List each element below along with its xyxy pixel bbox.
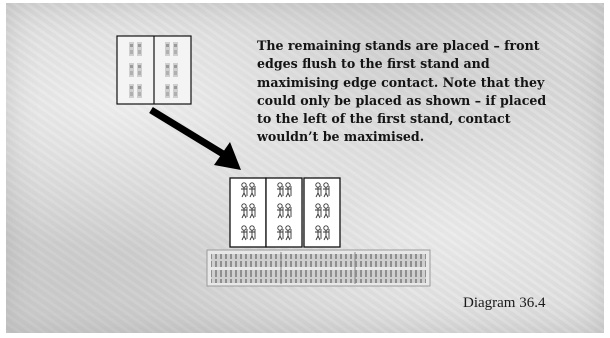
placement-arrow xyxy=(151,110,241,170)
first-stand-faded xyxy=(117,36,191,104)
description-text: The remaining stands are placed – front … xyxy=(257,37,557,147)
placed-stands xyxy=(230,178,340,247)
enemy-block xyxy=(207,250,430,286)
stand-1 xyxy=(230,178,266,247)
stand-2 xyxy=(266,178,302,247)
diagram-label: Diagram 36.4 xyxy=(463,295,545,312)
stand-3 xyxy=(304,178,340,247)
